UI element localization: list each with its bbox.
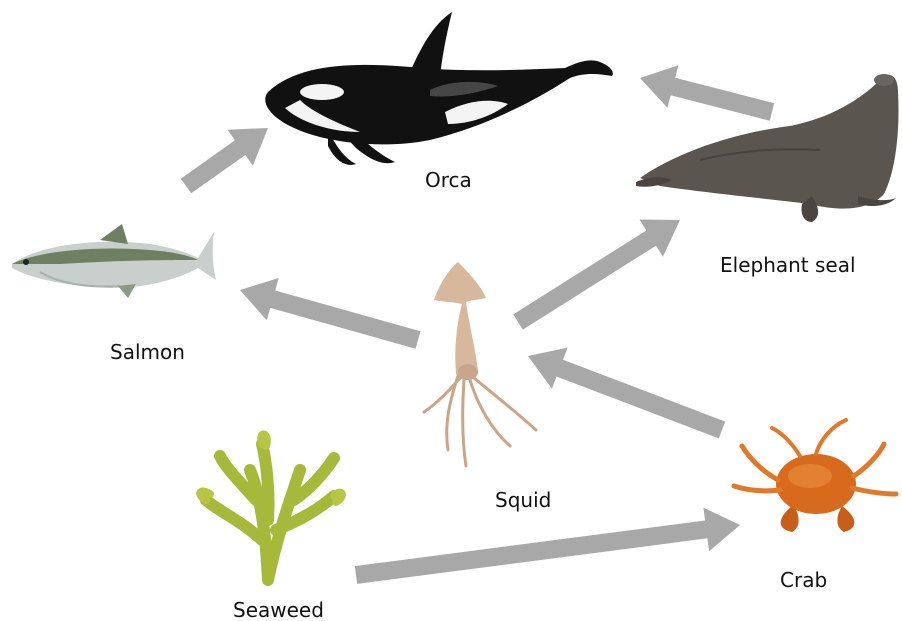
organism-label-crab: Crab xyxy=(780,568,827,592)
arrow-crab-to-squid xyxy=(528,348,725,439)
organism-label-salmon: Salmon xyxy=(110,340,185,364)
arrow-salmon-to-orca xyxy=(181,128,268,193)
arrow-squid-to-elephant-seal xyxy=(513,220,680,330)
organism-label-seaweed: Seaweed xyxy=(233,598,324,621)
arrow-seaweed-to-crab xyxy=(355,508,740,584)
arrow-squid-to-salmon xyxy=(240,278,420,349)
organism-label-orca: Orca xyxy=(425,168,472,192)
arrow-elephant-seal-to-orca xyxy=(640,65,774,121)
organism-label-squid: Squid xyxy=(495,488,551,512)
organism-label-elephant-seal: Elephant seal xyxy=(720,253,856,277)
